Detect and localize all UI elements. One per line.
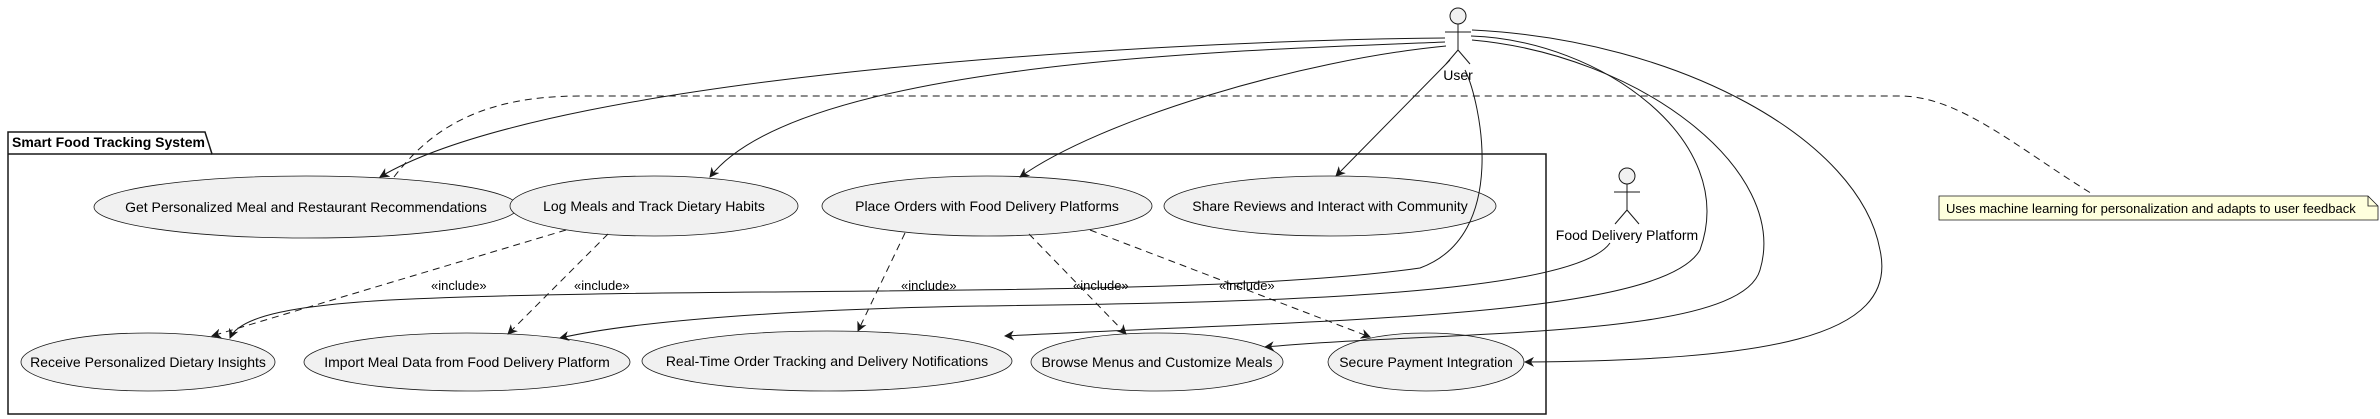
assoc-user-payment <box>1471 29 1883 367</box>
use-case-label: Secure Payment Integration <box>1339 354 1513 370</box>
assoc-user-browse-menus <box>1264 39 1765 352</box>
include-label: «include» <box>901 278 957 293</box>
use-case-label: Browse Menus and Customize Meals <box>1041 354 1272 370</box>
use-case-label: Receive Personalized Dietary Insights <box>30 354 266 370</box>
stick-figure-icon <box>1614 167 1640 225</box>
include-label: «include» <box>574 278 630 293</box>
use-case-label: Real-Time Order Tracking and Delivery No… <box>666 353 988 369</box>
user-associations <box>229 29 1883 367</box>
note-text: Uses machine learning for personalizatio… <box>1946 201 2356 216</box>
include-orders-tracking <box>857 232 906 332</box>
assoc-user-tracking <box>1004 35 1708 341</box>
use-case-insights[interactable]: Receive Personalized Dietary Insights <box>20 332 276 392</box>
assoc-user-insights <box>229 69 1483 339</box>
include-log-insights <box>211 229 567 339</box>
note-connector <box>393 95 2095 196</box>
actor-user-label: User <box>1443 67 1473 83</box>
use-case-label: Share Reviews and Interact with Communit… <box>1192 198 1467 214</box>
actor-user[interactable]: User <box>1443 7 1473 83</box>
use-case-label: Log Meals and Track Dietary Habits <box>543 198 765 214</box>
assoc-user-log-meals <box>709 41 1446 178</box>
actor-platform-label: Food Delivery Platform <box>1556 227 1698 243</box>
include-orders-payment <box>1089 229 1371 339</box>
use-case-place-orders[interactable]: Place Orders with Food Delivery Platform… <box>821 175 1153 237</box>
use-case-label: Place Orders with Food Delivery Platform… <box>855 198 1119 214</box>
include-relations <box>211 229 1371 339</box>
note: Uses machine learning for personalizatio… <box>1938 195 2379 221</box>
use-case-tracking[interactable]: Real-Time Order Tracking and Delivery No… <box>641 330 1013 392</box>
use-case-browse-menus[interactable]: Browse Menus and Customize Meals <box>1030 332 1284 392</box>
actor-food-delivery-platform[interactable]: Food Delivery Platform <box>1556 167 1698 243</box>
assoc-platform-import-data <box>559 242 1611 341</box>
use-case-recommendations[interactable]: Get Personalized Meal and Restaurant Rec… <box>93 175 519 239</box>
system-title: Smart Food Tracking System <box>12 134 205 150</box>
include-label: «include» <box>1073 278 1129 293</box>
stick-figure-icon <box>1445 7 1471 65</box>
assoc-user-recommendations <box>379 37 1446 178</box>
use-case-share-reviews[interactable]: Share Reviews and Interact with Communit… <box>1163 175 1497 237</box>
system-boundary: Smart Food Tracking System <box>7 131 1547 415</box>
use-case-log-meals[interactable]: Log Meals and Track Dietary Habits <box>509 175 799 237</box>
include-label: «include» <box>431 278 487 293</box>
use-case-label: Import Meal Data from Food Delivery Plat… <box>324 354 610 370</box>
assoc-user-share-reviews <box>1335 59 1451 177</box>
use-case-payment[interactable]: Secure Payment Integration <box>1327 332 1525 392</box>
use-case-import-data[interactable]: Import Meal Data from Food Delivery Plat… <box>303 332 631 392</box>
assoc-user-place-orders <box>1019 45 1447 178</box>
include-label: «include» <box>1219 278 1275 293</box>
use-case-label: Get Personalized Meal and Restaurant Rec… <box>125 199 487 215</box>
